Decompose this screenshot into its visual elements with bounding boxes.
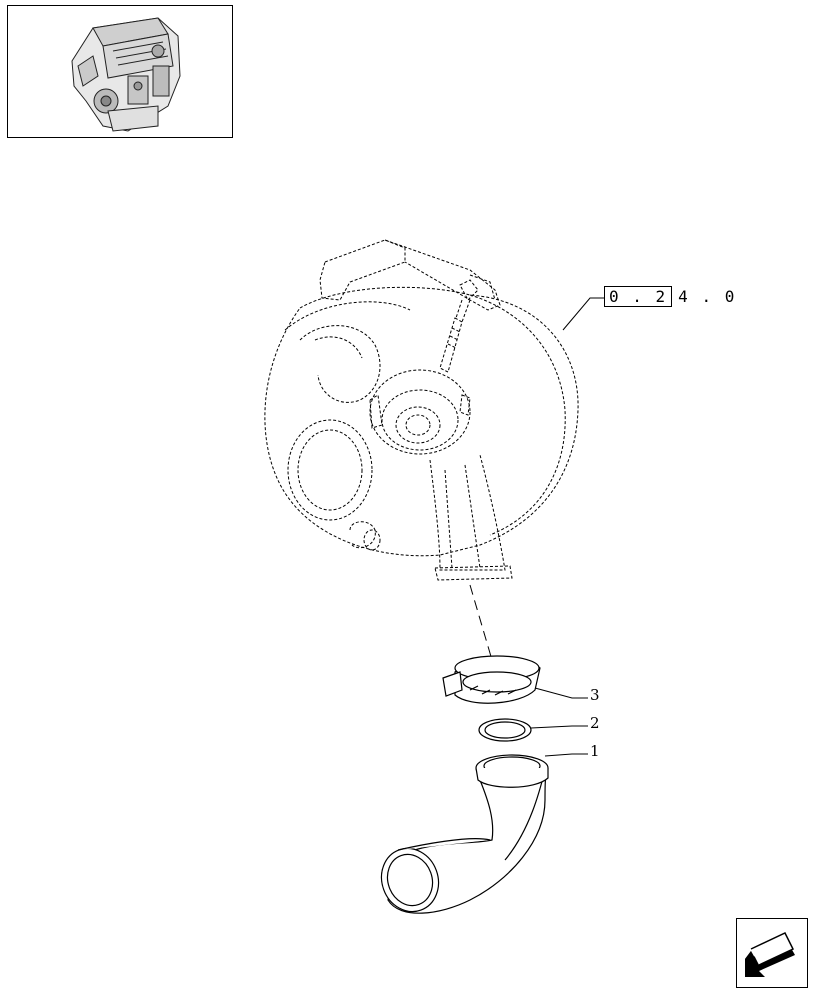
reference-code-boxed: 0 . 2 xyxy=(604,286,673,307)
next-page-button[interactable] xyxy=(736,918,808,988)
callout-part-1: 1 xyxy=(590,742,600,760)
callout-part-2: 2 xyxy=(590,714,600,732)
assembly-centerline xyxy=(469,584,493,661)
reference-leader xyxy=(562,297,604,331)
next-page-arrow-icon xyxy=(745,932,795,977)
part-3-clamp xyxy=(442,655,541,704)
reference-code[interactable]: 0 . 2 4 . 0 xyxy=(604,286,736,307)
callout-part-3: 3 xyxy=(590,686,600,704)
leader-part-3 xyxy=(534,687,588,699)
part-2-gasket xyxy=(478,718,532,742)
leader-part-2 xyxy=(530,725,588,729)
engine-thumbnail-icon xyxy=(71,17,181,132)
leader-part-1 xyxy=(544,753,588,757)
engine-thumbnail xyxy=(7,5,233,138)
turbocharger-phantom xyxy=(264,239,579,581)
part-1-exhaust-elbow xyxy=(380,754,549,914)
reference-code-rest: 4 . 0 xyxy=(678,287,737,306)
